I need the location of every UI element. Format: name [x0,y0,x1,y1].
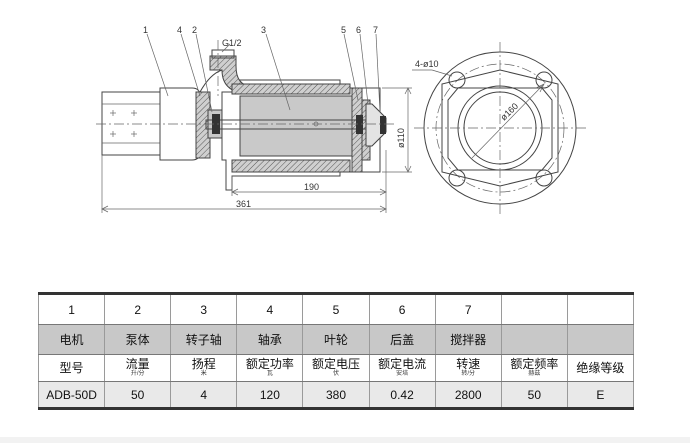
table-cell: 4 [236,293,304,325]
table-row-spec-headers: 型号 流量升/分 扬程米 额定功率瓦 额定电压伏 额定电流安培 转速转/分 额定… [37,354,635,382]
header-unit: 转/分 [461,371,476,377]
page-bottom-edge [0,437,690,443]
table-cell [566,293,635,325]
table-cell: 50 [500,381,568,409]
table-row-part-names: 电机 泵体 转子轴 轴承 叶轮 后盖 搅拌器 [37,324,635,355]
table-cell: 0.42 [368,381,436,409]
impeller-5 [239,95,353,157]
table-cell: ADB-50D [37,381,106,409]
bolt-hole-icon [448,71,466,89]
table-cell: 50 [104,381,172,409]
table-cell [566,324,635,355]
header-unit: 伏 [332,371,339,377]
part-label-4: 4 [177,25,182,35]
table-header-cell: 额定频率赫兹 [500,354,568,382]
header-label: 流量 [125,357,150,371]
header-label: 额定电流 [378,357,427,371]
dimension-361: 361 [236,199,251,209]
table-cell: 后盖 [368,324,436,355]
table-cell: 转子轴 [170,324,238,355]
motor-body [101,91,161,156]
table-cell: 2800 [434,381,502,409]
table-cell: 轴承 [236,324,304,355]
table-header-cell: 转速转/分 [434,354,502,382]
header-label: 扬程 [191,357,216,371]
part-label-5: 5 [341,25,346,35]
table-cell [500,324,568,355]
header-label: 额定电压 [311,357,360,371]
table-cell: 6 [368,293,436,325]
table-cell: 380 [302,381,370,409]
table-row-spec-values: ADB-50D 50 4 120 380 0.42 2800 50 E [37,381,635,409]
bolt-hole-icon [535,71,553,89]
table-header-cell: 额定功率瓦 [236,354,304,382]
dimension-190: 190 [304,182,319,192]
table-cell: 4 [170,381,238,409]
bolt-hole-icon [535,169,553,187]
part-label-1: 1 [143,25,148,35]
header-unit: 瓦 [266,371,273,377]
side-view: 1 4 2 3 5 6 7 G1/2 ø110 190 [96,25,412,213]
part-label-3: 3 [261,25,266,35]
table-cell: 1 [37,293,106,325]
bolt-hole-icon [448,169,466,187]
table-cell: 120 [236,381,304,409]
header-unit: 赫兹 [528,371,541,377]
motor-screw-marks [110,110,137,137]
header-unit: 安培 [396,371,409,377]
table-cell: 叶轮 [302,324,370,355]
table-header-cell: 流量升/分 [104,354,172,382]
header-unit: 升/分 [130,371,145,377]
table-cell: 搅拌器 [434,324,502,355]
header-unit: 米 [200,371,207,377]
table-cell: 2 [104,293,172,325]
pipe-thread-label: G1/2 [222,38,242,48]
header-label: 绝缘等级 [576,360,625,375]
table-cell: 3 [170,293,238,325]
table-header-cell: 扬程米 [170,354,238,382]
spec-table: 1 2 3 4 5 6 7 电机 泵体 转子轴 轴承 叶轮 后盖 搅拌器 型号 … [37,292,635,410]
header-label: 型号 [59,360,84,375]
hole-spec-label: 4-ø10 [415,59,439,69]
header-label: 转速 [456,357,481,371]
table-cell: E [566,381,635,409]
pump-drawing: 1 4 2 3 5 6 7 G1/2 ø110 190 [96,25,586,214]
table-cell: 泵体 [104,324,172,355]
height-dimension: ø110 [396,128,406,148]
table-header-cell: 型号 [37,354,106,382]
header-label: 额定功率 [245,357,294,371]
header-label: 额定频率 [510,357,559,371]
table-header-cell: 额定电流安培 [368,354,436,382]
table-cell: 电机 [37,324,106,355]
part-label-7: 7 [373,25,378,35]
part-label-6: 6 [356,25,361,35]
table-cell: 7 [434,293,502,325]
part-label-2: 2 [192,25,197,35]
table-cell [500,293,568,325]
front-view: ø160 4-ø10 [412,42,586,214]
table-cell: 5 [302,293,370,325]
table-header-cell: 绝缘等级 [566,354,635,382]
table-row-part-numbers: 1 2 3 4 5 6 7 [37,293,635,325]
table-header-cell: 额定电压伏 [302,354,370,382]
